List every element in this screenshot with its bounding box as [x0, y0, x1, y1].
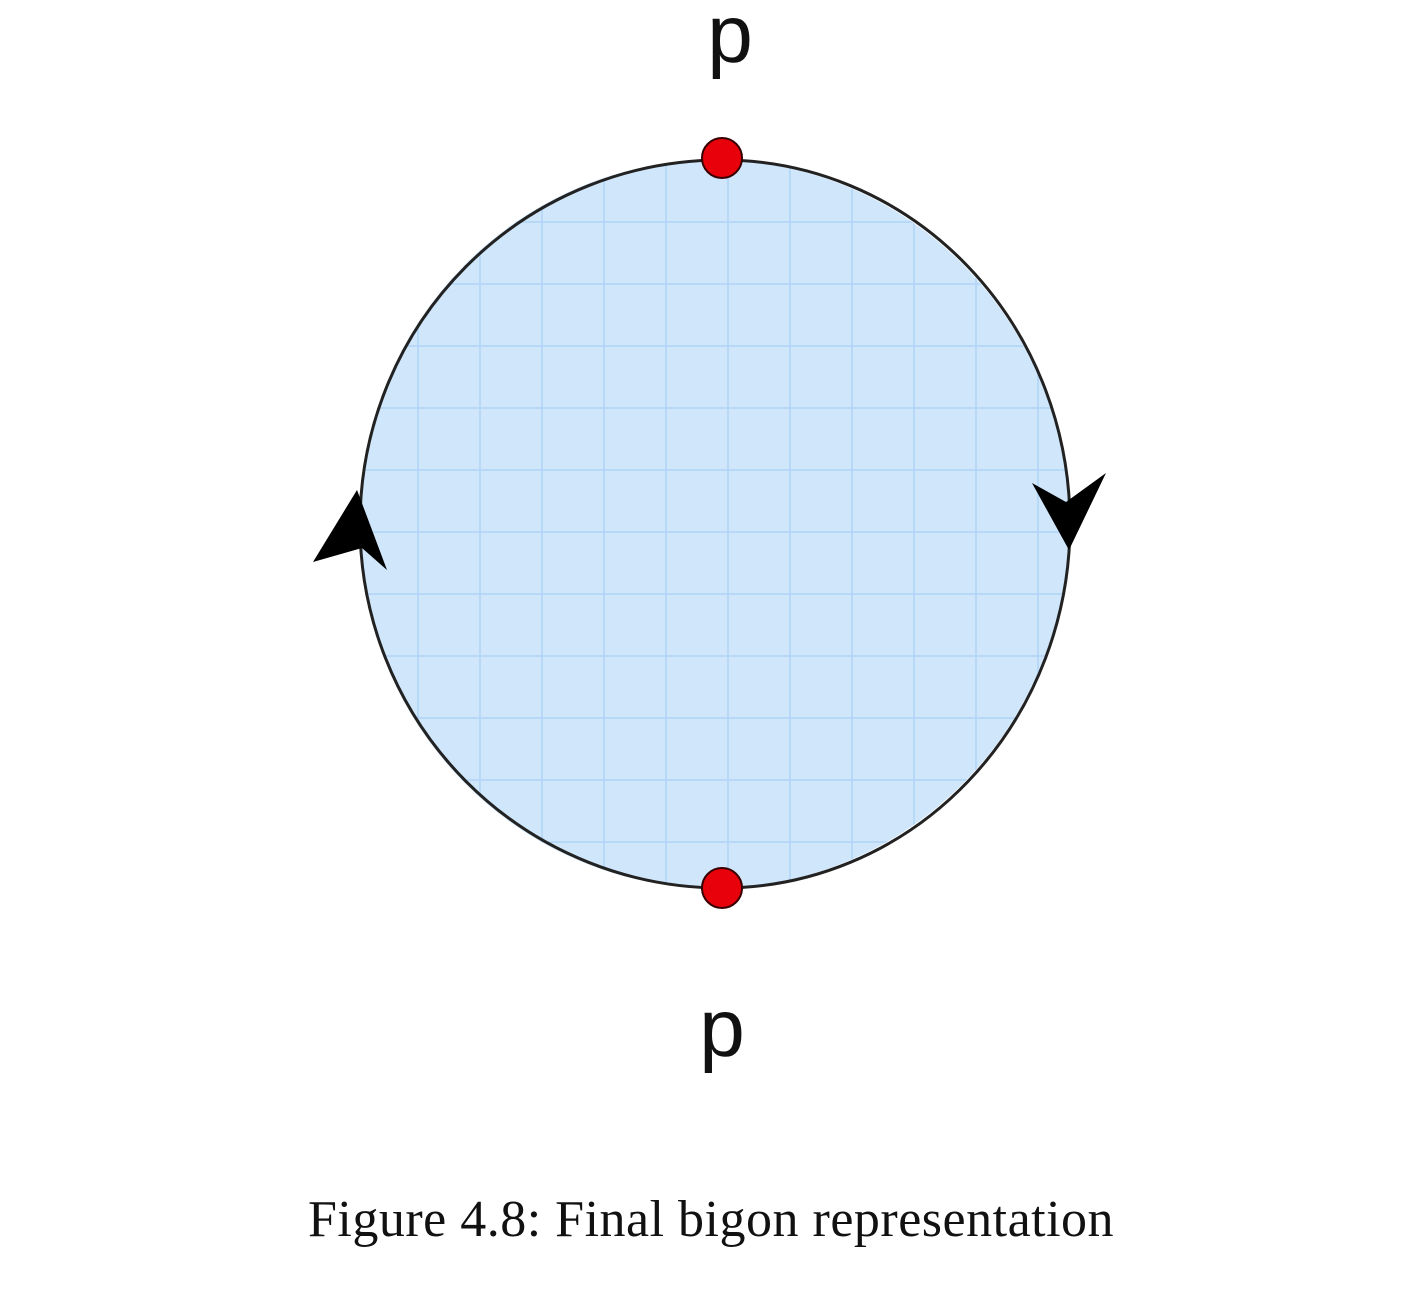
top-vertex	[701, 137, 743, 179]
top-vertex-label: p	[707, 0, 753, 80]
bottom-vertex	[701, 867, 743, 909]
bigon-face	[359, 160, 1069, 888]
bigon-diagram: p p	[313, 0, 1106, 1074]
left-edge-arrow	[313, 490, 387, 570]
bottom-vertex-label: p	[699, 983, 745, 1074]
right-edge-arrow	[1032, 473, 1106, 550]
figure-caption: Figure 4.8: Final bigon representation	[307, 1191, 1115, 1248]
